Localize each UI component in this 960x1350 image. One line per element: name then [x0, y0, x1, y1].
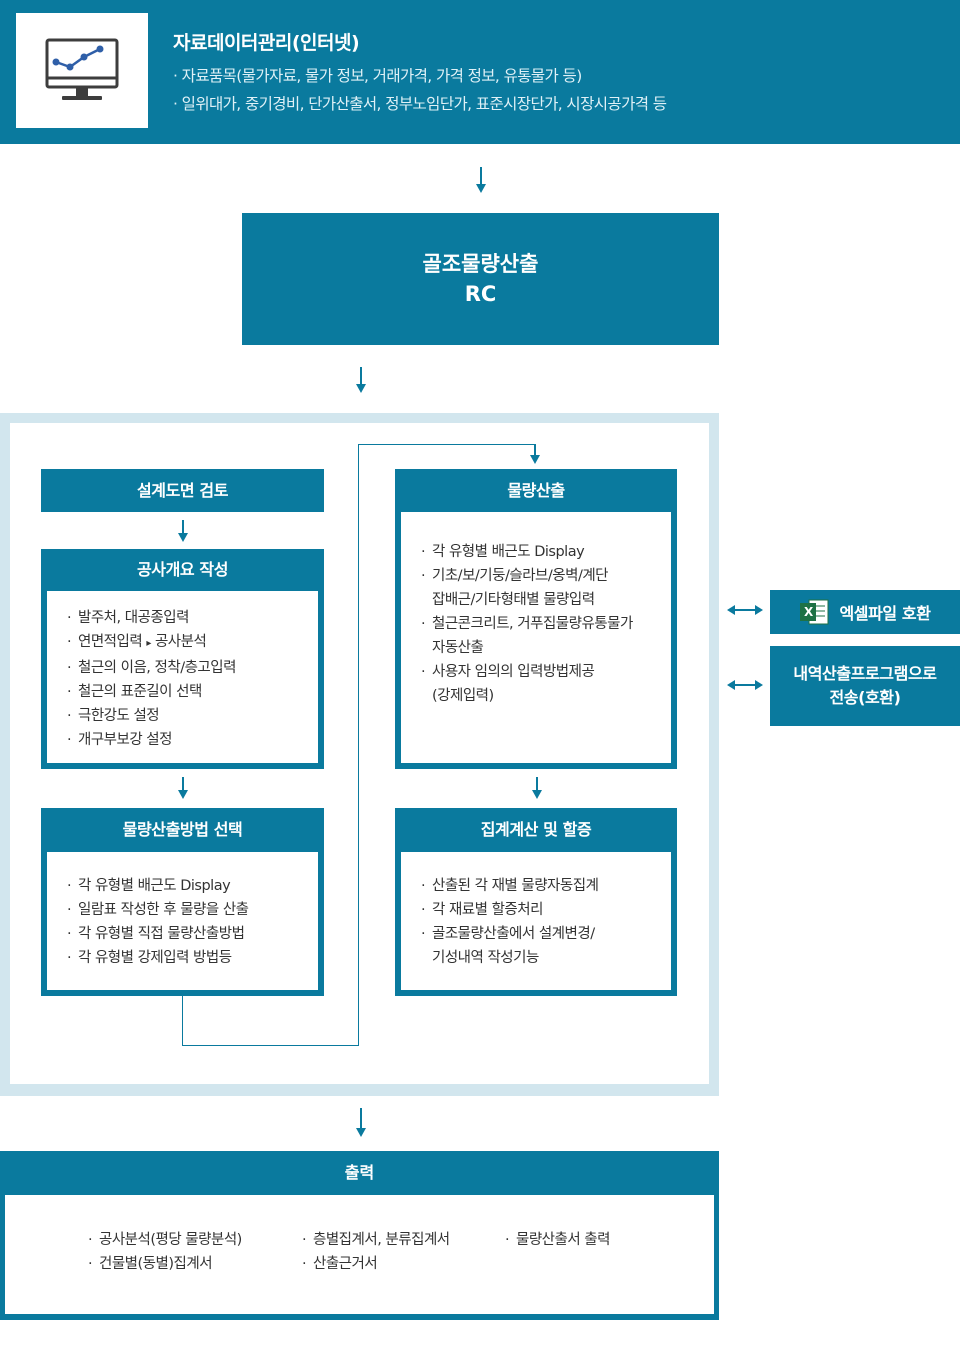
overview-list: ·발주처, 대공종입력 ·연면적입력 ▸ 공사분석 ·철근의 이음, 정착/층고… [47, 591, 318, 763]
list-item: 잡배근/기타형태별 물량입력 [432, 592, 595, 608]
source-data-line-2: · 일위대가, 중기경비, 단가산출서, 정부노임단가, 표준시장단가, 시장시… [173, 95, 667, 113]
list-item: ·철근의 표준길이 선택 [67, 684, 202, 700]
double-arrow-icon [727, 605, 763, 615]
output-title: 출력 [344, 1163, 375, 1182]
list-item: ·발주처, 대공종입력 [67, 610, 189, 626]
list-item: ·사용자 임의의 입력방법제공 [421, 664, 595, 680]
source-data-line-1: · 자료품목(물가자료, 물가 정보, 거래가격, 가격 정보, 유통물가 등) [173, 67, 582, 85]
list-item: ·층별집계서, 분류집계서 [302, 1232, 450, 1248]
list-item: ·각 유형별 직접 물량산출방법 [67, 926, 245, 942]
list-item: ·골조물량산출에서 설계변경/ [421, 926, 595, 942]
method-card: 물량산출방법 선택 ·각 유형별 배근도 Display ·일람표 작성한 후 … [41, 808, 324, 996]
aggregate-list: ·산출된 각 재별 물량자동집계 ·각 재료별 할증처리 ·골조물량산출에서 설… [401, 852, 671, 990]
list-item: ·철근콘크리트, 거푸집물량유통물가 [421, 616, 633, 632]
list-item: (강제입력) [432, 688, 494, 704]
estimate-transfer-line-1: 내역산출프로그램으로 [793, 664, 937, 683]
excel-compat-label: 엑셀파일 호환 [839, 604, 931, 623]
list-item: 기성내역 작성기능 [432, 950, 539, 966]
arrow-down-icon [530, 444, 540, 466]
list-item: ·극한강도 설정 [67, 708, 160, 724]
overview-title: 공사개요 작성 [136, 560, 229, 579]
list-item: ·공사분석(평당 물량분석) [88, 1232, 242, 1248]
connector-line [358, 444, 535, 445]
connector-line [182, 996, 183, 1046]
quantity-card: 물량산출 ·각 유형별 배근도 Display ·기초/보/기둥/슬라브/옹벽/… [395, 469, 677, 769]
source-data-banner [0, 0, 960, 144]
list-item: ·연면적입력 ▸ 공사분석 [67, 634, 207, 650]
arrow-down-icon [532, 777, 542, 799]
rc-subtitle: RC [464, 282, 497, 306]
output-list: ·공사분석(평당 물량분석) ·건물별(동별)집계서 ·층별집계서, 분류집계서… [5, 1195, 714, 1314]
list-item: ·각 유형별 배근도 Display [421, 544, 585, 560]
arrow-down-icon [356, 367, 366, 393]
quantity-list: ·각 유형별 배근도 Display ·기초/보/기둥/슬라브/옹벽/계단 잡배… [401, 512, 671, 763]
list-item: ·산출근거서 [302, 1256, 378, 1272]
arrow-down-icon [178, 520, 188, 542]
list-item: ·철근의 이음, 정착/층고입력 [67, 660, 236, 676]
quantity-title: 물량산출 [507, 481, 565, 500]
method-list: ·각 유형별 배근도 Display ·일람표 작성한 후 물량을 산출 ·각 … [47, 852, 318, 990]
method-title: 물량산출방법 선택 [122, 820, 243, 839]
double-arrow-icon [727, 680, 763, 690]
list-item: ·산출된 각 재별 물량자동집계 [421, 878, 599, 894]
aggregate-title: 집계계산 및 할증 [480, 820, 592, 839]
excel-compat-box: X 엑셀파일 호환 [770, 590, 960, 634]
overview-card: 공사개요 작성 ·발주처, 대공종입력 ·연면적입력 ▸ 공사분석 ·철근의 이… [41, 549, 324, 769]
list-item: ·각 유형별 강제입력 방법등 [67, 950, 232, 966]
estimate-transfer-box: 내역산출프로그램으로 전송(호환) [770, 646, 960, 726]
list-item: ·각 유형별 배근도 Display [67, 878, 231, 894]
list-item: ·물량산출서 출력 [505, 1232, 611, 1248]
estimate-transfer-line-2: 전송(호환) [829, 688, 901, 707]
list-item: 자동산출 [432, 640, 484, 656]
rc-title: 골조물량산출 [422, 252, 539, 276]
rc-quantity-box: 골조물량산출 RC [242, 213, 719, 345]
list-item: ·일람표 작성한 후 물량을 산출 [67, 902, 249, 918]
arrow-down-icon [356, 1108, 366, 1138]
monitor-chart-icon [45, 38, 119, 100]
excel-icon: X [799, 598, 829, 626]
aggregate-card: 집계계산 및 할증 ·산출된 각 재별 물량자동집계 ·각 재료별 할증처리 ·… [395, 808, 677, 996]
connector-line [182, 1045, 359, 1046]
source-data-title: 자료데이터관리(인터넷) [173, 32, 360, 54]
list-item: ·기초/보/기둥/슬라브/옹벽/계단 [421, 568, 609, 584]
list-item: ·건물별(동별)집계서 [88, 1256, 213, 1272]
arrow-down-icon [178, 777, 188, 799]
arrow-down-icon [476, 167, 486, 193]
list-item: ·각 재료별 할증처리 [421, 902, 543, 918]
design-review-box: 설계도면 검토 [41, 469, 324, 512]
design-review-title: 설계도면 검토 [136, 481, 229, 500]
connector-line [358, 444, 359, 1046]
play-arrow-icon: ▸ [146, 638, 151, 649]
monitor-icon-box [16, 13, 148, 128]
list-item: ·개구부보강 설정 [67, 732, 173, 748]
